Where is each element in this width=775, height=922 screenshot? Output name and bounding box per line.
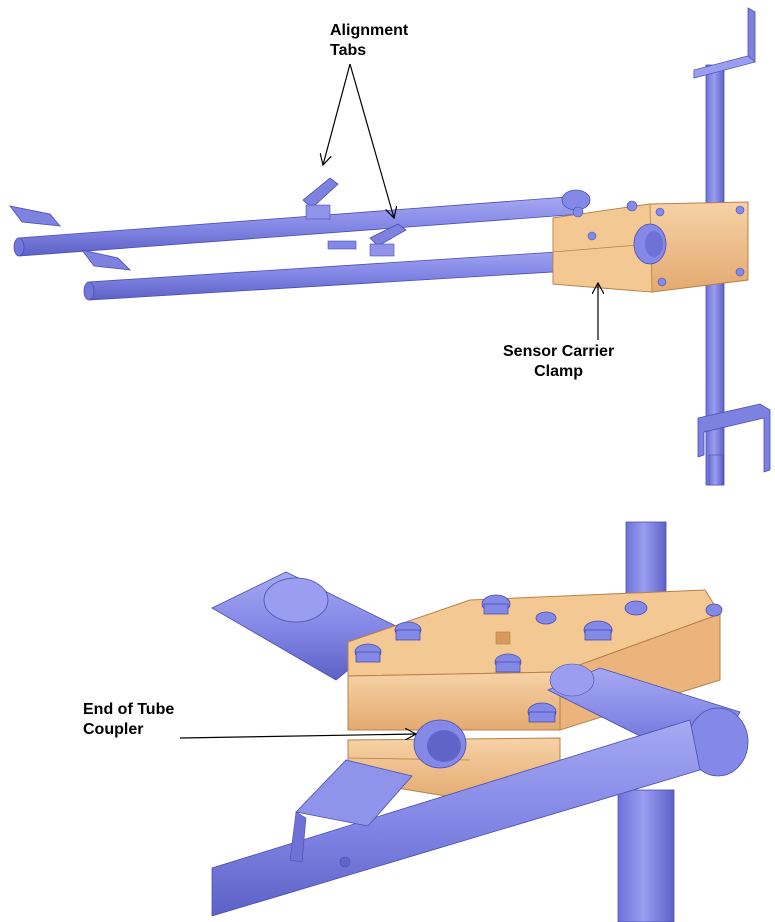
- alignment-tabs-label: Alignment Tabs: [330, 21, 408, 61]
- end-of-tube-coupler-label: End of Tube Coupler: [83, 700, 174, 740]
- sensor-carrier-clamp-label-line-1: Sensor Carrier: [503, 343, 615, 360]
- arrow-alignment-tab-1: [323, 63, 351, 165]
- bottom-closeup-view: [211, 521, 749, 922]
- clamp-bolts: [354, 594, 723, 723]
- alignment-tab-2: [369, 223, 407, 257]
- alignment-tab-1: [302, 177, 339, 220]
- end-of-tube-coupler: [413, 719, 467, 769]
- upper-tube: [13, 189, 591, 257]
- top-assembly-view: [9, 7, 771, 486]
- left-end-plate: [9, 205, 61, 227]
- arrow-end-of-tube-coupler: [179, 734, 416, 738]
- sensor-carrier-clamp-label: Sensor Carrier Clamp: [503, 342, 614, 382]
- arrow-alignment-tab-2: [349, 63, 394, 218]
- alignment-tabs-label-line-2: Tabs: [330, 42, 367, 59]
- left-lower-plate: [81, 249, 132, 271]
- sensor-carrier-clamp-label-line-2: Clamp: [534, 363, 584, 380]
- alignment-tabs-label-line-1: Alignment: [330, 22, 409, 39]
- end-of-tube-coupler-label-line-1: End of Tube: [83, 701, 175, 718]
- callout-arrows: [179, 63, 598, 738]
- small-pin: [327, 240, 357, 250]
- end-of-tube-coupler-label-line-2: Coupler: [83, 721, 144, 738]
- sensor-carrier-clamp: [552, 200, 749, 293]
